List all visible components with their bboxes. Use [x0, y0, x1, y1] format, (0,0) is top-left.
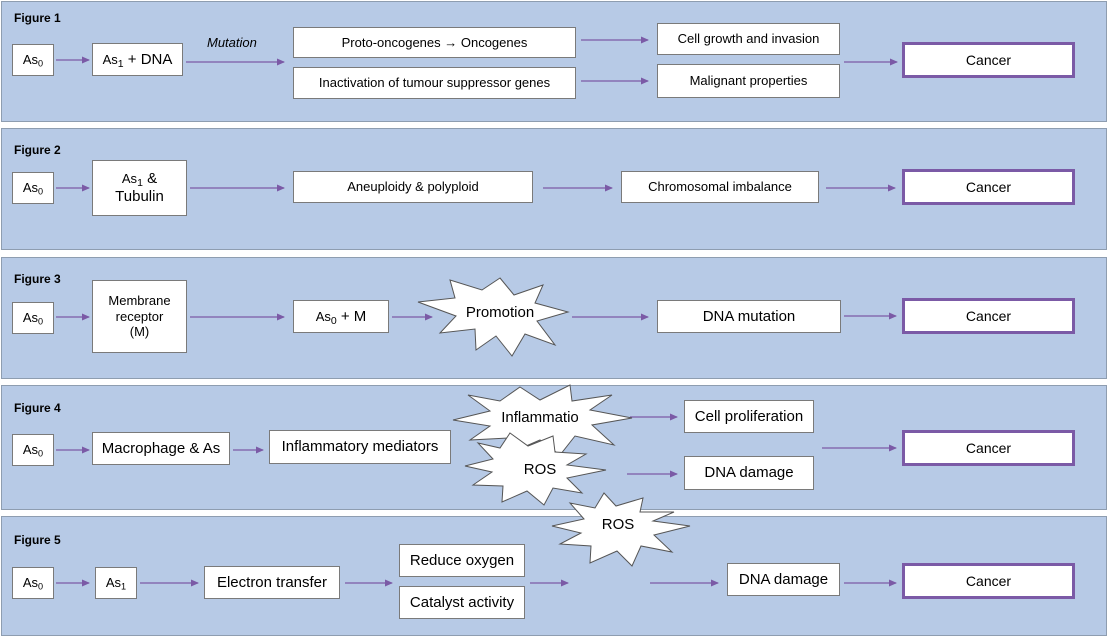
chromosomal-imbalance-box: Chromosomal imbalance	[621, 171, 819, 203]
as0-box: As0	[12, 44, 54, 76]
cell-growth-box: Cell growth and invasion	[657, 23, 840, 55]
figure-4-title: Figure 4	[14, 401, 61, 415]
as1-box: As1	[95, 567, 137, 599]
as1-dna-box: As1 + DNA	[92, 43, 183, 76]
as0-box: As0	[12, 302, 54, 334]
figure-2-title: Figure 2	[14, 143, 61, 157]
cancer-box: Cancer	[902, 430, 1075, 466]
dna-mutation-box: DNA mutation	[657, 300, 841, 333]
as0-box: As0	[12, 172, 54, 204]
macrophage-box: Macrophage & As	[92, 432, 230, 465]
catalyst-activity-box: Catalyst activity	[399, 586, 525, 619]
proto-oncogenes-box: Proto-oncogenes → Oncogenes	[293, 27, 576, 58]
ros-label: ROS	[523, 460, 557, 478]
electron-transfer-box: Electron transfer	[204, 566, 340, 599]
cancer-box: Cancer	[902, 298, 1075, 334]
as1-tubulin-box: As1 &Tubulin	[92, 160, 187, 216]
figure-3-title: Figure 3	[14, 272, 61, 286]
as0-box: As0	[12, 567, 54, 599]
ros-label: ROS	[601, 515, 635, 533]
cancer-box: Cancer	[902, 563, 1075, 599]
dna-damage-box: DNA damage	[727, 563, 840, 596]
promotion-label: Promotion	[465, 303, 535, 321]
inflammatio-label: Inflammatio	[501, 408, 579, 426]
inflammatory-mediators-box: Inflammatory mediators	[269, 430, 451, 464]
as0-m-box: As0 + M	[293, 300, 389, 333]
aneuploidy-box: Aneuploidy & polyploid	[293, 171, 533, 203]
cell-proliferation-box: Cell proliferation	[684, 400, 814, 433]
dna-damage-box: DNA damage	[684, 456, 814, 490]
malignant-box: Malignant properties	[657, 64, 840, 98]
tumour-suppressor-box: Inactivation of tumour suppressor genes	[293, 67, 576, 99]
cancer-box: Cancer	[902, 169, 1075, 205]
figure-5-title: Figure 5	[14, 533, 61, 547]
reduce-oxygen-box: Reduce oxygen	[399, 544, 525, 577]
cancer-box: Cancer	[902, 42, 1075, 78]
as0-box: As0	[12, 434, 54, 466]
mutation-label: Mutation	[207, 35, 257, 50]
figure-1-title: Figure 1	[14, 11, 61, 25]
